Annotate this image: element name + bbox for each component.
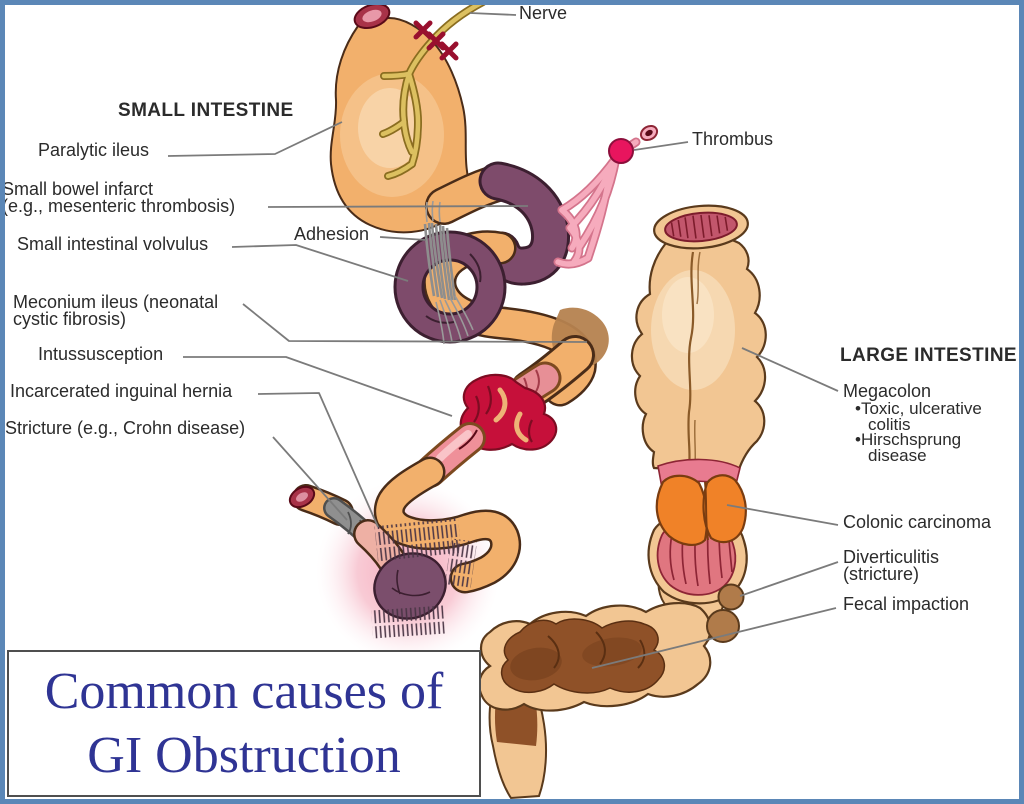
vessel-cut-end <box>639 124 659 142</box>
leader-thrombus <box>633 141 689 151</box>
diverticulum-pouch <box>706 609 740 643</box>
leader-adhesion <box>379 236 427 241</box>
volvulus-loop <box>396 233 504 341</box>
label-stricture: Stricture (e.g., Crohn disease) <box>5 418 246 438</box>
label-megacolon-block: Megacolon •Toxic, ulcerative colitis •Hi… <box>843 381 982 465</box>
section-small-intestine: SMALL INTESTINE <box>118 100 294 121</box>
label-colonic-carcinoma: Colonic carcinoma <box>843 512 992 532</box>
bowel-cut-end <box>288 485 316 509</box>
leader-small-bowel-infarct <box>267 205 529 208</box>
label-line: Small bowel infarct <box>2 179 154 199</box>
large-intestine-graphic <box>478 204 767 800</box>
label-line: Diverticulitis <box>843 547 940 567</box>
bowel-tube <box>376 459 519 591</box>
thrombus-graphic <box>608 138 634 164</box>
leader-paralytic-ileus <box>167 121 343 157</box>
label-fecal-impaction: Fecal impaction <box>843 594 970 614</box>
label-megacolon-bullet: •Toxic, ulcerative <box>855 399 982 418</box>
leader-megacolon <box>741 347 839 392</box>
leader-intussusception <box>183 356 453 417</box>
label-line: Meconium ileus (neonatal <box>13 292 219 312</box>
volvulus-twist-marks <box>425 253 482 324</box>
label-megacolon: Megacolon <box>843 381 932 401</box>
leader-inguinal-hernia <box>257 392 379 528</box>
small-intestine-graphic <box>288 2 659 639</box>
label-line: cystic fibrosis) <box>13 309 127 329</box>
leader-meconium-ileus <box>242 303 588 343</box>
leader-volvulus <box>231 244 409 282</box>
label-megacolon-bullet-cont: colitis <box>868 414 911 434</box>
label-meconium-ileus: Meconium ileus (neonatal cystic fibrosis… <box>13 292 219 329</box>
nerve-graphic <box>379 0 487 180</box>
label-thrombus: Thrombus <box>692 129 774 149</box>
hernia-hatch-marks <box>371 517 478 639</box>
colon-highlight <box>662 277 714 353</box>
label-adhesion: Adhesion <box>294 224 370 244</box>
colonic-carcinoma-graphic <box>655 474 747 546</box>
label-incarcerated-inguinal-hernia: Incarcerated inguinal hernia <box>10 381 233 401</box>
page-title-line2: GI Obstruction <box>87 727 401 784</box>
leader-nerve <box>469 12 517 16</box>
leader-colonic-carcinoma <box>726 504 839 526</box>
feces-shade <box>510 647 562 681</box>
label-small-intestinal-volvulus: Small intestinal volvulus <box>17 234 209 254</box>
mucosal-ridges <box>669 525 733 587</box>
section-large-intestine: LARGE INTESTINE <box>840 345 1018 366</box>
label-megacolon-bullet-cont: disease <box>868 445 927 465</box>
adhesion-band <box>423 200 474 345</box>
nerve-block-x-marks <box>413 20 459 61</box>
leader-fecal-impaction <box>591 607 837 669</box>
label-line: (stricture) <box>843 564 919 584</box>
label-diverticulitis: Diverticulitis (stricture) <box>843 547 940 584</box>
label-intussusception: Intussusception <box>38 344 164 364</box>
label-line: (e.g., mesenteric thrombosis) <box>2 196 236 216</box>
small-bowel-infarct-segment <box>481 164 567 283</box>
leader-stricture <box>272 436 348 521</box>
diverticulum-pouch <box>717 583 745 611</box>
intussusception-graphic <box>414 335 595 488</box>
bowel-cut-end <box>353 2 391 30</box>
label-paralytic-ileus: Paralytic ileus <box>38 140 150 160</box>
leader-diverticulitis <box>739 561 839 597</box>
label-megacolon-bullet: •Hirschsprung <box>855 430 962 449</box>
page-title-line1: Common causes of <box>44 663 444 720</box>
title-box: Common causes of GI Obstruction <box>7 650 481 797</box>
colon-open-end <box>653 204 749 250</box>
leader-lines <box>167 12 839 669</box>
label-small-bowel-infarct: Small bowel infarct (e.g., mesenteric th… <box>2 179 236 216</box>
taenia-coli-line <box>687 251 695 467</box>
label-nerve: Nerve <box>519 3 568 23</box>
